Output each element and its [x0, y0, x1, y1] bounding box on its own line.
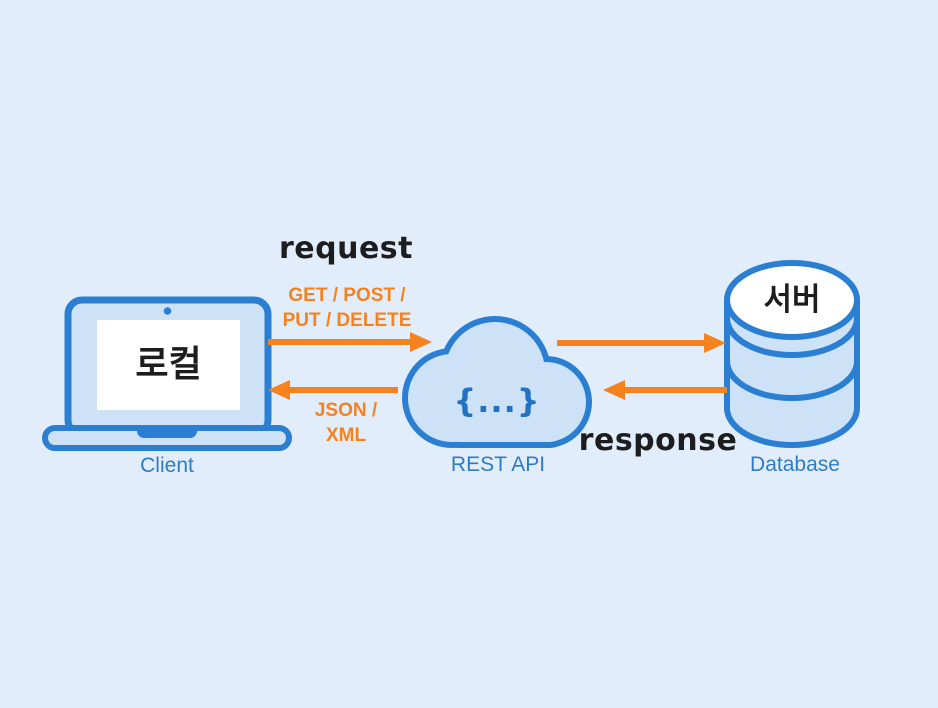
rest-api-label: REST API: [450, 453, 546, 476]
json-response-arrow-head: [268, 380, 290, 400]
database-body: [724, 297, 860, 448]
client-label: Client: [140, 454, 194, 477]
cloud-icon: [402, 316, 592, 448]
database-band-2: [724, 358, 860, 401]
db-to-api-arrow: [603, 380, 727, 400]
api-braces-glyph: {...}: [453, 382, 541, 420]
database-label: Database: [750, 453, 840, 476]
response-formats-line1: JSON /: [314, 400, 378, 421]
request-arrow: [268, 332, 432, 352]
request-title: request: [278, 231, 414, 266]
api-to-db-arrow: [557, 333, 726, 353]
laptop-hinge-notch: [137, 429, 197, 438]
database-top-text: 서버: [763, 282, 821, 318]
laptop-icon: [42, 296, 292, 451]
laptop-camera-dot: [163, 307, 172, 315]
api-to-db-arrow-head: [704, 333, 726, 353]
database-icon: [724, 260, 860, 448]
database-top: [724, 260, 860, 340]
response-formats-line2: XML: [325, 425, 367, 446]
request-methods-line2: PUT / DELETE: [282, 310, 412, 331]
request-arrow-head: [410, 332, 432, 352]
laptop-screen: [97, 320, 240, 410]
request-methods-line1: GET / POST /: [288, 285, 406, 306]
response-title: response: [578, 423, 738, 458]
database-band-1: [724, 315, 860, 358]
db-to-api-arrow-head: [603, 380, 625, 400]
cloud-fill: [408, 322, 586, 442]
client-screen-text: 로컬: [135, 344, 202, 385]
json-response-arrow: [268, 380, 398, 400]
